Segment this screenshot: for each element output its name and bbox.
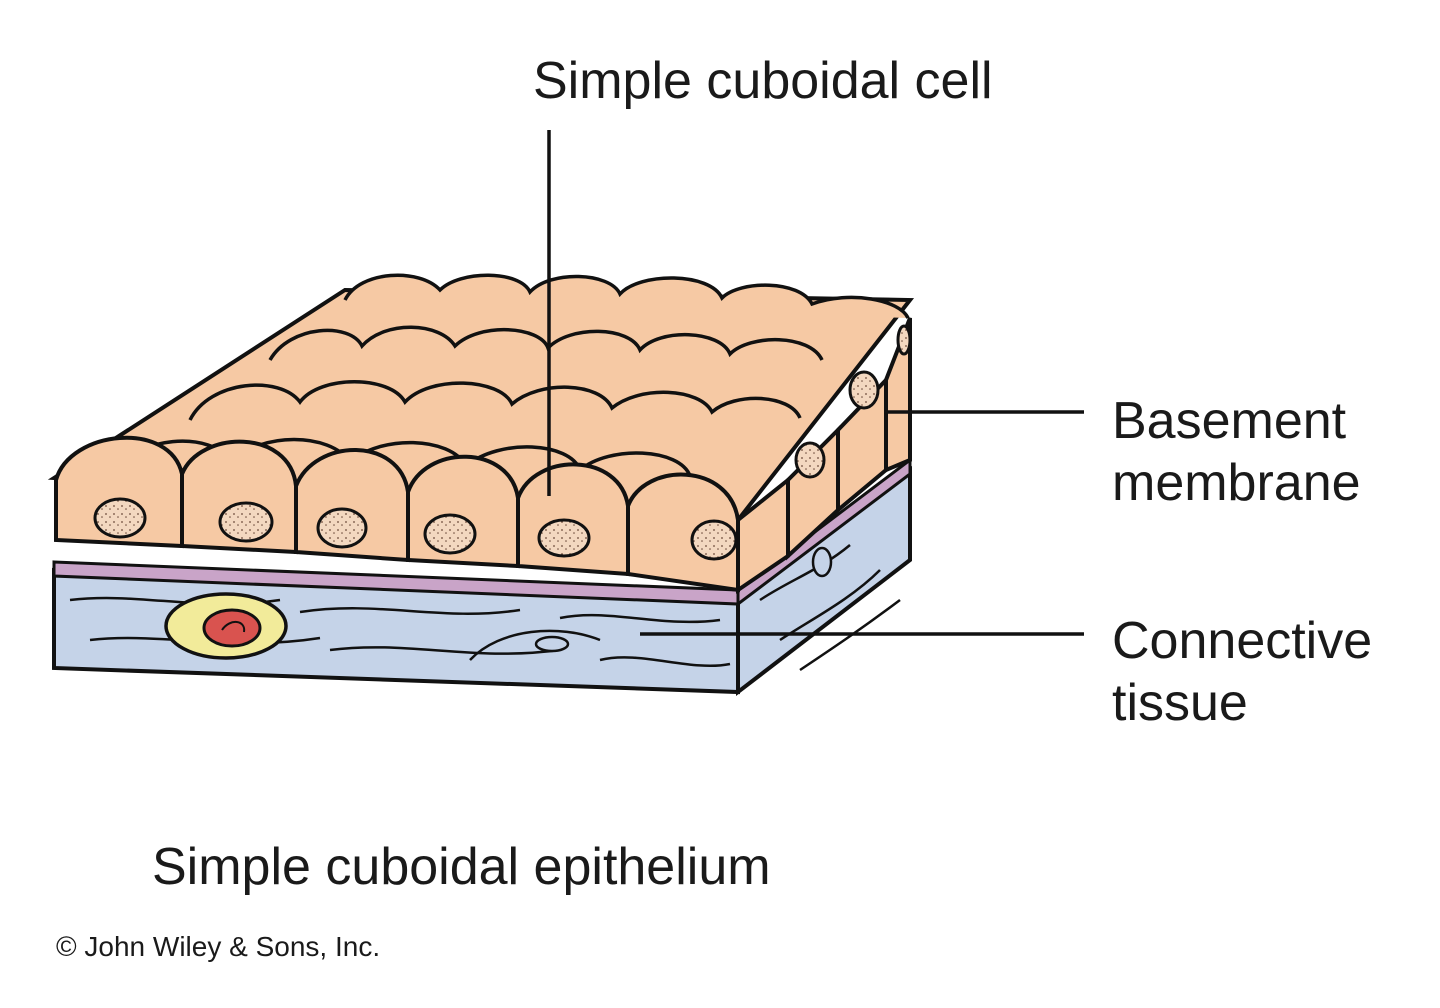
nucleus [423,513,477,555]
nucleus [794,441,826,479]
cuboidal-cell [516,462,630,577]
nucleus [218,501,274,543]
nucleus [93,497,147,539]
nucleus [848,370,880,410]
label-line: Basement [1112,392,1347,450]
nucleus [537,518,591,558]
label-line: membrane [1112,454,1361,512]
connective-tissue [52,465,912,697]
nucleus [316,507,368,549]
fibroblast-nucleus [534,635,570,653]
copyright-notice: © John Wiley & Sons, Inc. [56,931,381,962]
basement-membrane [52,456,912,608]
cell-front-row [54,435,740,593]
nucleus [690,519,738,561]
fibroblast-nucleus [811,546,833,578]
label-line: tissue [1112,674,1248,732]
capillary [164,592,288,660]
figure-caption: Simple cuboidal epithelium [152,838,771,896]
label-line: Connective [1112,612,1373,670]
cell-nuclei [93,324,912,561]
label-simple-cuboidal-cell: Simple cuboidal cell [533,52,993,110]
leader-lines [547,130,1084,636]
nucleus [896,324,912,356]
cell-side-column [736,317,912,594]
label-connective-tissue: Connective tissue [1112,610,1372,734]
label-basement-membrane: Basement membrane [1112,390,1361,514]
